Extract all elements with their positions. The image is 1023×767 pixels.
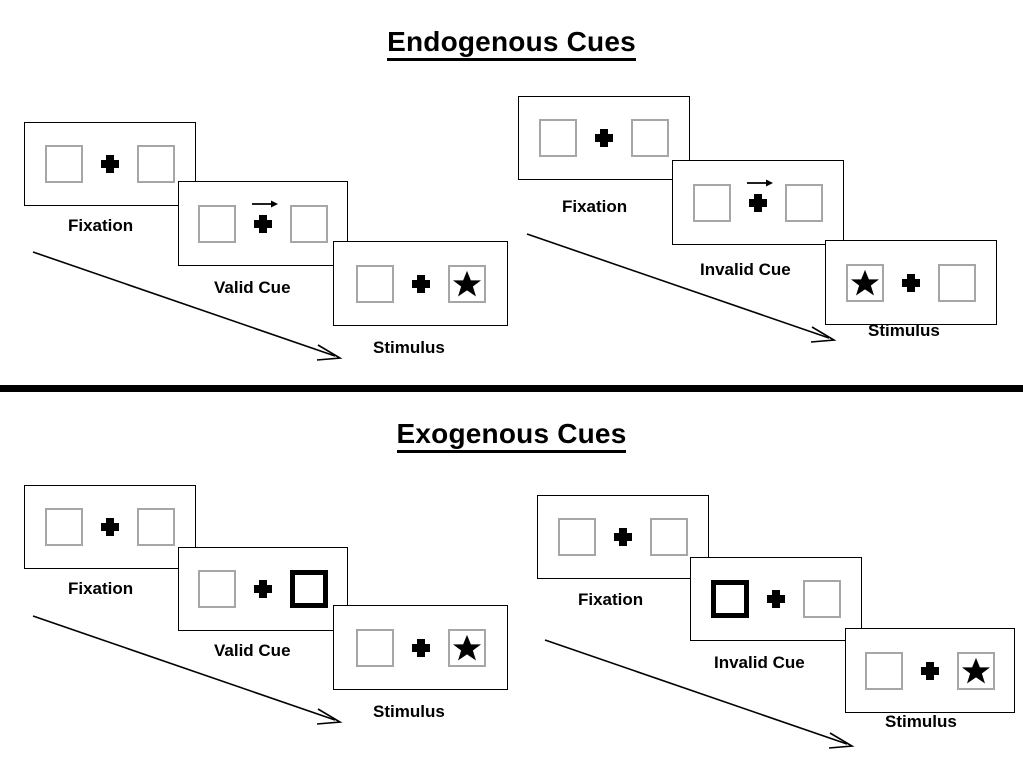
caption-exogenous-valid-fixation: Fixation xyxy=(68,579,134,598)
fixation-cross-icon xyxy=(612,526,634,548)
frame-exogenous-valid-cue xyxy=(178,547,348,631)
right-arrow-icon xyxy=(747,179,773,186)
left-box xyxy=(355,264,394,303)
caption-exogenous-invalid-stimulus: Stimulus xyxy=(885,712,957,731)
right-arrow-icon xyxy=(252,200,278,207)
right-box xyxy=(137,508,175,546)
frame-content xyxy=(673,161,843,244)
black-star-icon xyxy=(452,270,481,296)
frame-exogenous-invalid-cue xyxy=(690,557,862,641)
frame-endogenous-invalid-fixation xyxy=(518,96,690,180)
right-box xyxy=(785,183,823,222)
caption-exogenous-valid-stimulus: Stimulus xyxy=(373,702,445,721)
section-title-endogenous-text: Endogenous Cues xyxy=(387,26,636,61)
frame-exogenous-valid-stimulus xyxy=(333,605,508,690)
frame-content xyxy=(179,182,347,265)
right-box xyxy=(650,518,688,556)
frame-exogenous-valid-fixation xyxy=(24,485,196,569)
left-box xyxy=(198,204,236,243)
frame-content xyxy=(538,496,708,578)
fixation-cross-icon xyxy=(410,273,432,295)
left-box xyxy=(45,508,83,546)
frame-endogenous-valid-cue xyxy=(178,181,348,266)
frame-content xyxy=(846,629,1014,712)
fixation-cross-icon xyxy=(593,127,615,149)
frame-content xyxy=(25,486,195,568)
section-title-exogenous-text: Exogenous Cues xyxy=(396,418,627,453)
right-box-with-target xyxy=(447,264,486,303)
timeline-arrow-endogenous-invalid xyxy=(526,233,837,343)
black-star-icon xyxy=(851,269,879,295)
caption-endogenous-invalid-stimulus: Stimulus xyxy=(868,321,940,340)
left-box xyxy=(693,183,731,222)
frame-content xyxy=(519,97,689,179)
fixation-cross-icon xyxy=(252,578,274,600)
caption-endogenous-invalid-fixation: Fixation xyxy=(562,197,628,216)
black-star-icon xyxy=(962,657,990,683)
right-box xyxy=(631,119,669,157)
black-star-icon xyxy=(452,634,481,660)
right-box xyxy=(938,263,976,302)
frame-content xyxy=(334,242,507,325)
left-box xyxy=(865,651,903,690)
left-box xyxy=(355,628,394,667)
left-box xyxy=(45,145,83,183)
frame-endogenous-valid-stimulus xyxy=(333,241,508,326)
caption-endogenous-valid-fixation: Fixation xyxy=(68,216,134,235)
fixation-cross-icon xyxy=(765,588,787,610)
timeline-arrow-exogenous-valid xyxy=(32,615,343,725)
left-box xyxy=(198,570,236,608)
left-box-cued xyxy=(711,580,749,618)
fixation-cross-icon xyxy=(919,660,941,682)
caption-exogenous-invalid-cue: Invalid Cue xyxy=(714,653,805,672)
right-box-cued xyxy=(290,570,328,608)
timeline-arrow-endogenous-valid xyxy=(32,251,343,361)
fixation-cross-icon xyxy=(747,179,773,214)
frame-content xyxy=(826,241,996,324)
frame-content xyxy=(179,548,347,630)
frame-exogenous-invalid-stimulus xyxy=(845,628,1015,713)
fixation-cross-icon xyxy=(252,200,278,235)
section-divider xyxy=(0,385,1023,392)
left-box xyxy=(539,119,577,157)
caption-exogenous-invalid-fixation: Fixation xyxy=(578,590,644,609)
right-box xyxy=(290,204,328,243)
right-box-with-target xyxy=(447,628,486,667)
caption-endogenous-valid-cue: Valid Cue xyxy=(214,278,291,297)
caption-exogenous-valid-cue: Valid Cue xyxy=(214,641,291,660)
frame-exogenous-invalid-fixation xyxy=(537,495,709,579)
frame-endogenous-valid-fixation xyxy=(24,122,196,206)
right-box xyxy=(137,145,175,183)
fixation-cross-icon xyxy=(900,272,922,294)
right-box-with-target xyxy=(957,651,995,690)
section-title-endogenous: Endogenous Cues xyxy=(0,26,1023,61)
frame-content xyxy=(334,606,507,689)
section-title-exogenous: Exogenous Cues xyxy=(0,418,1023,453)
right-box xyxy=(803,580,841,618)
caption-endogenous-valid-stimulus: Stimulus xyxy=(373,338,445,357)
caption-endogenous-invalid-cue: Invalid Cue xyxy=(700,260,791,279)
left-box-with-target xyxy=(846,263,884,302)
fixation-cross-icon xyxy=(410,637,432,659)
fixation-cross-icon xyxy=(99,153,121,175)
timeline-arrow-exogenous-invalid xyxy=(544,639,855,749)
fixation-cross-icon xyxy=(99,516,121,538)
frame-content xyxy=(691,558,861,640)
left-box xyxy=(558,518,596,556)
frame-endogenous-invalid-stimulus xyxy=(825,240,997,325)
frame-endogenous-invalid-cue xyxy=(672,160,844,245)
frame-content xyxy=(25,123,195,205)
